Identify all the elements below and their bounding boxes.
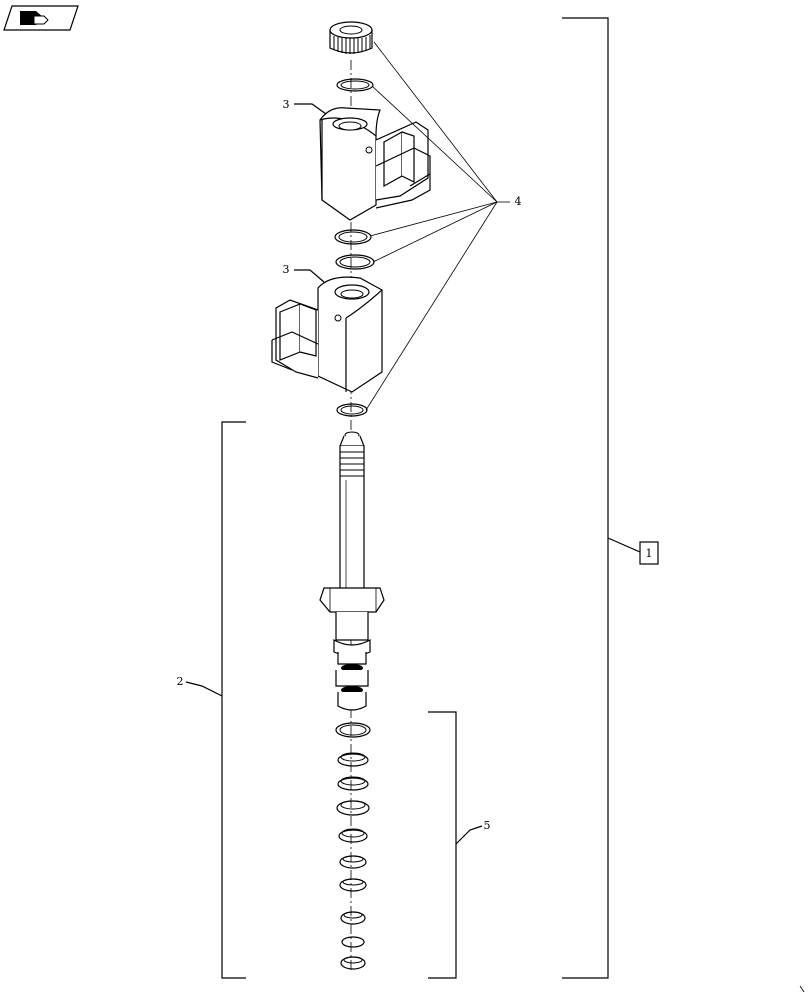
seal-kit-stack — [335, 722, 371, 970]
o-ring-lower — [336, 403, 368, 417]
callout-item-3-upper: 3 — [283, 98, 290, 111]
leader-item-5 — [455, 825, 483, 845]
leader-item-2 — [185, 681, 223, 697]
solenoid-coil-upper — [319, 107, 431, 221]
o-ring-middle-1 — [334, 229, 372, 245]
callout-item-3-lower: 3 — [283, 263, 290, 276]
corner-tick — [799, 985, 805, 993]
leader-item-3-upper — [294, 103, 327, 115]
callout-item-4: 4 — [515, 195, 522, 208]
o-ring-middle-2 — [335, 254, 375, 270]
callout-item-2: 2 — [177, 675, 184, 688]
leaders-item-4 — [365, 41, 510, 411]
callout-item-5: 5 — [484, 819, 491, 832]
bracket-item-1 — [562, 17, 609, 979]
nut-part — [329, 21, 373, 54]
solenoid-coil-lower — [271, 276, 383, 393]
bracket-item-2 — [221, 421, 246, 979]
arrow-hand-icon — [3, 5, 79, 31]
bracket-item-5 — [428, 711, 457, 979]
o-ring-top — [336, 78, 374, 92]
leader-item-1 — [607, 537, 641, 553]
callout-item-1: 1 — [646, 547, 653, 560]
callout-box-item-1 — [639, 541, 659, 565]
cartridge-valve — [319, 431, 385, 711]
leader-item-3-lower — [294, 269, 325, 283]
